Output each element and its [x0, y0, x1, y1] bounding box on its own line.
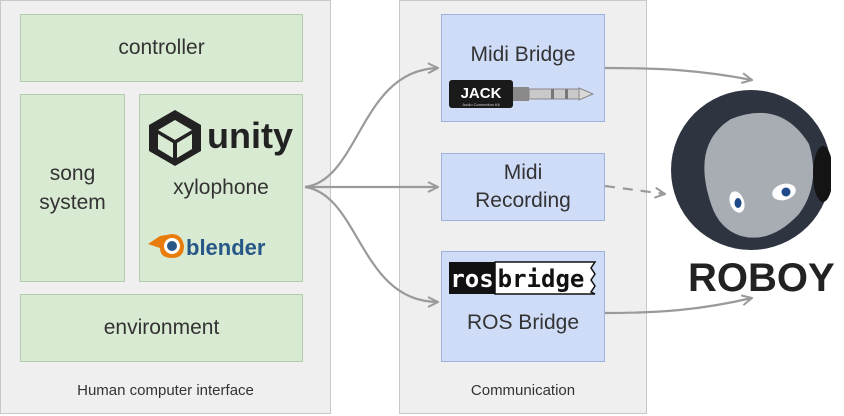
arrow-xylophone-to-midi-bridge: [304, 68, 438, 189]
communication-caption: Communication: [470, 382, 576, 399]
unity-logo: unity: [145, 108, 300, 166]
arrow-midi-bridge-to-roboy: [604, 66, 752, 80]
jack-logo-text: JACK: [461, 85, 502, 102]
arrow-midi-recording-to-roboy: [604, 184, 665, 194]
midi-recording-box: Midi Recording: [441, 153, 605, 221]
environment-label: environment: [103, 316, 220, 339]
environment-box: environment: [20, 294, 303, 362]
controller-box: controller: [20, 14, 303, 82]
xylophone-label: xylophone: [173, 176, 269, 199]
blender-logo-text: blender: [186, 235, 266, 260]
rosbridge-logo: ros bridge: [449, 260, 599, 296]
midi-recording-label: Midi Recording: [475, 161, 571, 212]
arrow-ros-bridge-to-roboy: [604, 298, 752, 315]
blender-logo: blender: [146, 228, 296, 262]
controller-label: controller: [118, 36, 205, 59]
unity-logo-text: unity: [207, 115, 293, 156]
jack-logo: JACK Audio Connection Kit: [447, 78, 601, 110]
jack-logo-subtext: Audio Connection Kit: [462, 102, 500, 107]
jack-plug-body-icon: [449, 80, 513, 108]
unity-cube-icon: [149, 110, 201, 166]
roboy-head-icon: [671, 84, 833, 259]
song-system-box: song system: [20, 94, 125, 282]
blender-icon: [148, 234, 184, 258]
midi-bridge-label: Midi Bridge: [470, 43, 576, 66]
ros-bridge-label: ROS Bridge: [466, 311, 580, 334]
roboy-wordmark: ROBOY: [688, 256, 835, 300]
rosbridge-logo-prefix: ros: [450, 265, 493, 293]
arrow-xylophone-to-ros-bridge: [304, 185, 438, 302]
hci-caption: Human computer interface: [77, 382, 254, 399]
song-system-label: song system: [39, 162, 106, 214]
rosbridge-logo-suffix: bridge: [498, 265, 585, 293]
